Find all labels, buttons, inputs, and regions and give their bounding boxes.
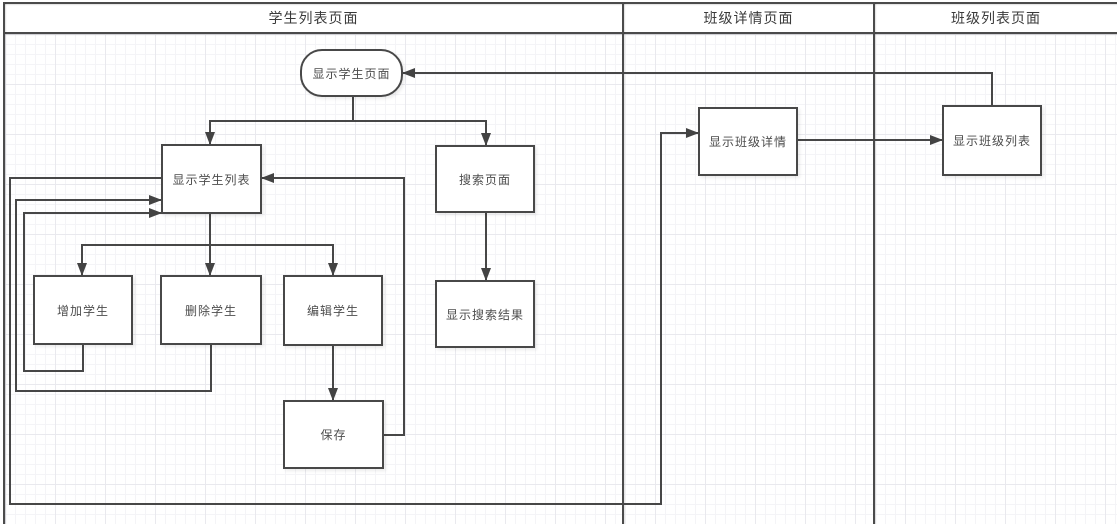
lane-top-border [3,2,1117,4]
edge-fork2-to-edit_student [210,244,338,276]
edge-add_student-to-student_list [23,208,162,372]
edge-fork1-to-student_list [205,120,353,145]
node-show-class-list[interactable]: 显示班级列表 [942,105,1042,176]
node-edit-student[interactable]: 编辑学生 [283,275,383,346]
node-show-student-page[interactable]: 显示学生页面 [300,49,403,97]
lane-divider-1 [622,2,624,524]
node-show-student-list[interactable]: 显示学生列表 [161,144,262,214]
edge-delete_student-to-student_list [15,195,212,392]
edge-fork1-to-search_page [353,120,491,146]
node-save[interactable]: 保存 [283,400,384,469]
lane-title-class-detail-page: 班级详情页面 [703,11,794,27]
lane-title-student-list-page: 学生列表页面 [268,11,359,27]
lane-title-class-list-page: 班级列表页面 [951,11,1041,27]
lane-left-border [3,2,5,524]
node-add-student[interactable]: 增加学生 [33,275,133,345]
edge-save-to-student_list [261,173,405,436]
lane-header-divider [3,32,1117,34]
edge-class_list-to-start [402,68,993,105]
edge-student_list-to-class_detail [9,128,699,505]
node-delete-student[interactable]: 删除学生 [160,275,262,345]
node-show-class-detail[interactable]: 显示班级详情 [698,107,798,176]
node-show-search-result[interactable]: 显示搜索结果 [435,280,535,348]
edge-fork2-to-add_student [77,244,210,276]
node-search-page[interactable]: 搜索页面 [435,145,535,213]
lane-divider-2 [873,2,875,524]
